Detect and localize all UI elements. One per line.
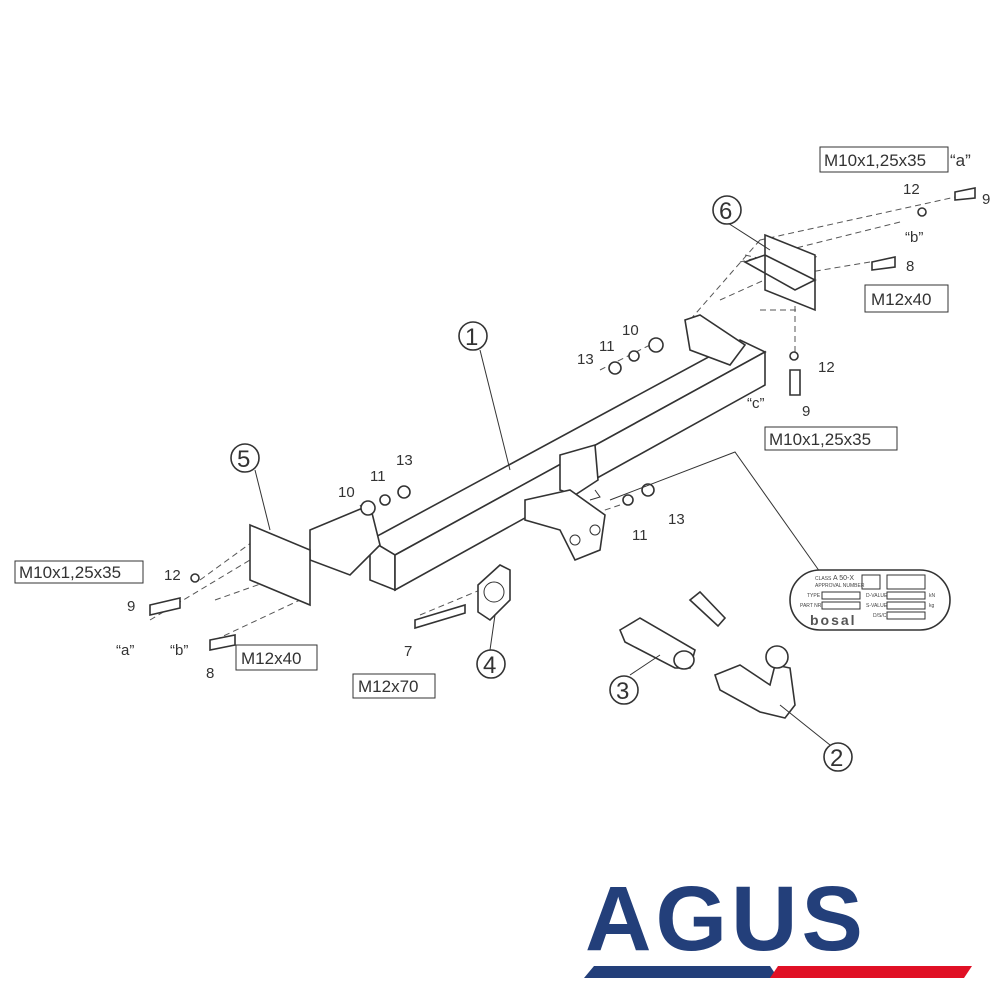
svg-text:“b”: “b”	[905, 229, 923, 246]
svg-text:M12x40: M12x40	[241, 649, 301, 668]
agus-logo: AGUS	[584, 868, 972, 978]
socket-plate-4	[477, 564, 511, 622]
receiver-3	[618, 590, 727, 670]
svg-text:11: 11	[632, 527, 648, 544]
svg-text:8: 8	[206, 665, 214, 682]
svg-text:kg: kg	[929, 603, 935, 609]
svg-text:M12x70: M12x70	[358, 677, 418, 696]
svg-text:13: 13	[668, 511, 685, 528]
svg-text:12: 12	[164, 567, 181, 584]
svg-text:D/S/C: D/S/C	[873, 613, 887, 619]
svg-text:8: 8	[906, 258, 914, 275]
svg-text:AGUS: AGUS	[585, 868, 867, 970]
svg-text:S-VALUE: S-VALUE	[866, 603, 888, 609]
svg-text:“c”: “c”	[747, 395, 765, 412]
svg-text:13: 13	[577, 351, 594, 368]
svg-text:11: 11	[599, 338, 615, 355]
svg-text:10: 10	[622, 322, 639, 339]
svg-text:13: 13	[396, 452, 413, 469]
spec-labels: M10x1,25x35 M12x40 M10x1,25x35 M10x1,25x…	[14, 146, 949, 699]
svg-text:“a”: “a”	[950, 151, 971, 170]
svg-text:M10x1,25x35: M10x1,25x35	[824, 151, 926, 170]
svg-text:APPROVAL NUMBER: APPROVAL NUMBER	[815, 583, 865, 589]
svg-text:A 50-X: A 50-X	[833, 575, 854, 582]
identification-plate: CLASS A 50-X APPROVAL NUMBER TYPE PART N…	[789, 569, 951, 631]
svg-text:12: 12	[818, 359, 835, 376]
svg-text:9: 9	[982, 191, 990, 208]
svg-text:bosal: bosal	[810, 612, 857, 628]
svg-text:5: 5	[237, 446, 250, 473]
main-crossbar	[309, 314, 767, 592]
bolts-and-nuts	[149, 187, 976, 651]
part-number-labels: “a” 12 9 “b” 8 10 11 13 12 “c” 9 13 11 1…	[116, 151, 990, 682]
svg-text:9: 9	[127, 598, 135, 615]
svg-text:1: 1	[465, 324, 478, 351]
svg-text:M10x1,25x35: M10x1,25x35	[19, 563, 121, 582]
svg-text:2: 2	[830, 745, 843, 772]
svg-text:D-VALUE: D-VALUE	[866, 593, 888, 599]
svg-text:7: 7	[404, 643, 412, 660]
svg-text:3: 3	[616, 678, 629, 705]
left-bracket-5	[249, 523, 311, 607]
tow-ball-2	[714, 645, 796, 719]
svg-text:9: 9	[802, 403, 810, 420]
svg-text:CLASS: CLASS	[815, 576, 832, 582]
svg-text:“b”: “b”	[170, 642, 188, 659]
svg-text:6: 6	[719, 198, 732, 225]
svg-text:11: 11	[370, 468, 386, 485]
svg-text:M10x1,25x35: M10x1,25x35	[769, 430, 871, 449]
callouts: 1 2 3 4 5 6	[230, 195, 853, 772]
svg-text:10: 10	[338, 484, 355, 501]
svg-text:4: 4	[483, 652, 496, 679]
svg-text:PART NR: PART NR	[800, 603, 822, 609]
svg-text:TYPE: TYPE	[807, 593, 821, 599]
svg-text:12: 12	[903, 181, 920, 198]
svg-text:“a”: “a”	[116, 642, 134, 659]
svg-text:kN: kN	[929, 593, 936, 599]
right-bracket-6	[743, 233, 817, 312]
svg-text:M12x40: M12x40	[871, 290, 931, 309]
